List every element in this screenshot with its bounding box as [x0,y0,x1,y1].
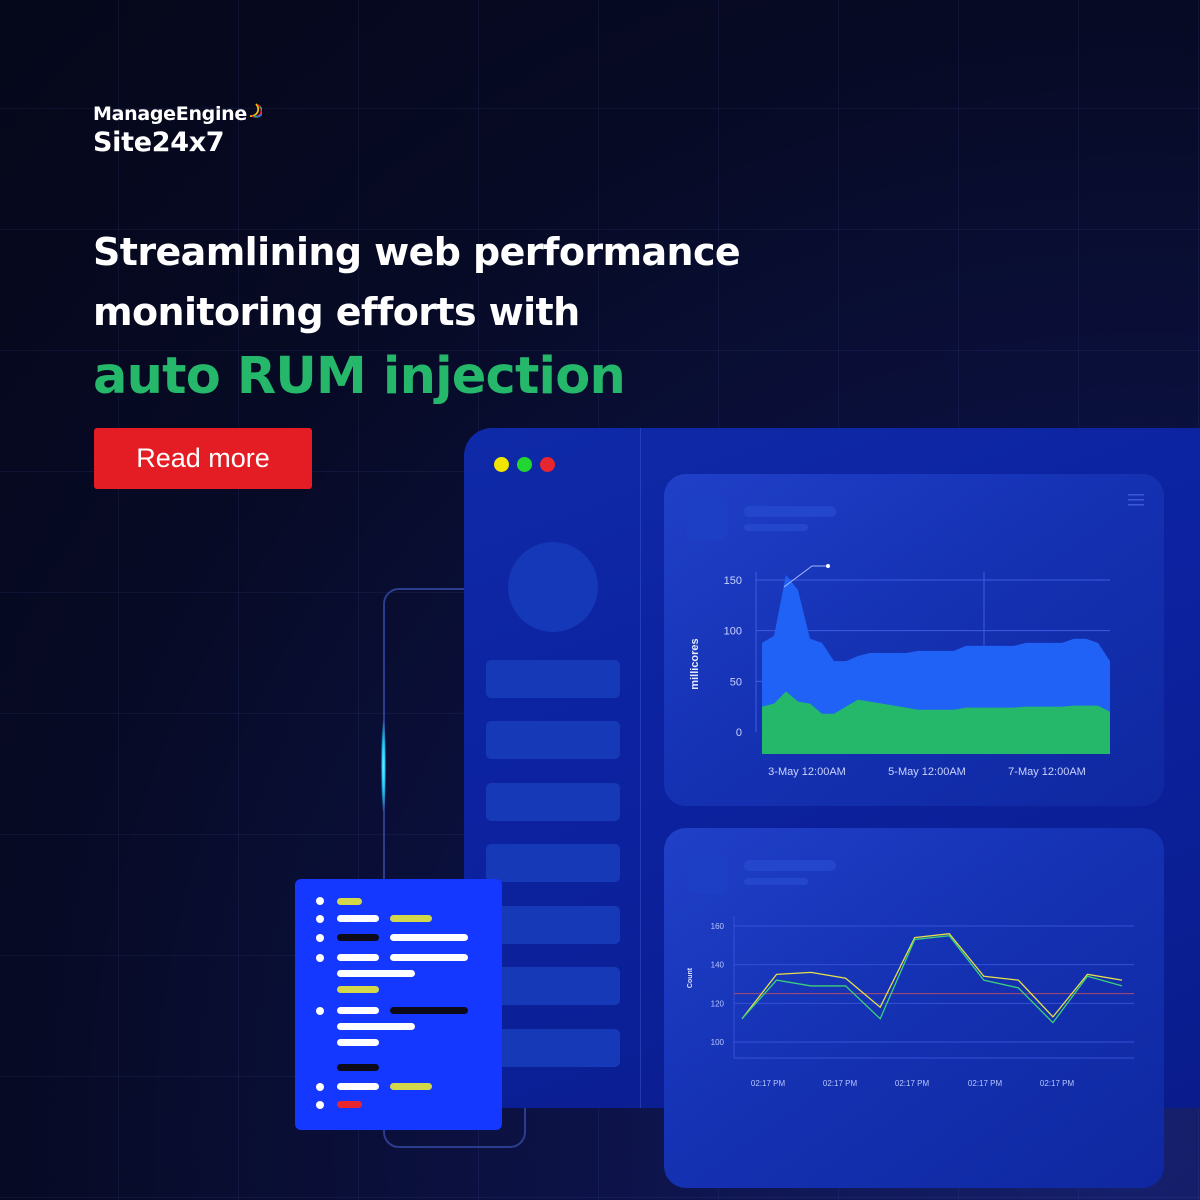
panel-title-placeholder [744,506,836,517]
traffic-light-green[interactable] [517,457,532,472]
code-line [337,934,379,941]
window-traffic-lights [494,457,555,472]
code-line [337,986,379,993]
series-area-2 [762,691,1110,754]
code-line [390,954,468,961]
x-tick-label: 02:17 PM [1040,1079,1075,1088]
manageengine-swirl-icon [249,103,262,118]
sidebar-item-4[interactable] [486,844,620,882]
code-line [337,1039,379,1046]
code-line [337,1101,362,1108]
connector-glow [381,720,386,812]
y-tick-label: 150 [724,575,742,587]
series-line-1 [741,933,1123,1020]
code-line [337,898,362,905]
panel-title-placeholder [744,860,836,871]
sidebar-item-2[interactable] [486,721,620,759]
code-bullet [316,1101,324,1109]
manageengine-wordmark: ManageEngine [93,103,262,125]
y-tick-label: 120 [711,999,725,1008]
traffic-light-red[interactable] [540,457,555,472]
sidebar-item-7[interactable] [486,1029,620,1067]
code-snippet-card [295,879,502,1130]
headline-line-2: monitoring efforts with [93,290,580,334]
code-line [337,1064,379,1071]
panel-subtitle-placeholder [744,524,808,531]
product-name: Site24x7 [93,127,225,158]
hamburger-menu-icon[interactable] [1128,494,1144,506]
code-line [390,1007,468,1014]
cpu-chart-panel: 0 50 100 150 millicores 3-May 12:00AM 5-May 12… [664,474,1164,806]
code-line [337,970,415,977]
x-tick-label: 02:17 PM [895,1079,930,1088]
panel-icon-placeholder [686,852,728,894]
code-bullet [316,934,324,942]
panel-subtitle-placeholder [744,878,808,885]
sidebar-item-3[interactable] [486,783,620,821]
sidebar-divider [640,428,641,1108]
read-more-button[interactable]: Read more [94,428,312,489]
code-line [390,1083,432,1090]
code-bullet [316,954,324,962]
y-tick-label: 160 [711,922,725,931]
x-tick-label: 5-May 12:00AM [888,766,966,778]
code-line [337,1007,379,1014]
company-name: ManageEngine [93,103,247,125]
peak-callout-dot [826,564,830,568]
headline-line-1: Streamlining web performance [93,230,741,274]
code-line [337,915,379,922]
x-tick-label: 3-May 12:00AM [768,766,846,778]
code-line [390,915,432,922]
y-tick-label: 50 [730,676,742,688]
sidebar-item-5[interactable] [486,906,620,944]
series-line-2 [741,934,1123,1024]
code-bullet [316,1083,324,1091]
code-line [390,934,468,941]
dashboard-window: 0 50 100 150 millicores 3-May 12:00AM 5-May 12… [464,428,1200,1188]
brand-logo: ManageEngine Site24x7 [93,103,262,158]
sidebar-item-1[interactable] [486,660,620,698]
code-bullet [316,1007,324,1015]
code-bullet [316,915,324,923]
y-axis-label: Count [687,967,694,988]
headline-accent: auto RUM injection [93,347,626,406]
code-line [337,1023,415,1030]
avatar[interactable] [508,542,598,632]
peak-callout-line [783,565,828,588]
y-tick-label: 100 [711,1038,725,1047]
panel-icon-placeholder [686,498,728,540]
x-tick-label: 02:17 PM [968,1079,1003,1088]
y-tick-label: 100 [724,626,742,638]
traffic-light-yellow[interactable] [494,457,509,472]
x-tick-label: 02:17 PM [751,1079,786,1088]
code-line [337,1083,379,1090]
y-tick-label: 0 [736,727,742,739]
x-tick-label: 02:17 PM [823,1079,858,1088]
y-tick-label: 140 [711,961,725,970]
x-tick-label: 7-May 12:00AM [1008,766,1086,778]
headline: Streamlining web performance monitoring … [93,222,741,412]
code-line [337,954,379,961]
sidebar-item-6[interactable] [486,967,620,1005]
y-axis-label: millicores [689,638,701,689]
code-bullet [316,897,324,905]
